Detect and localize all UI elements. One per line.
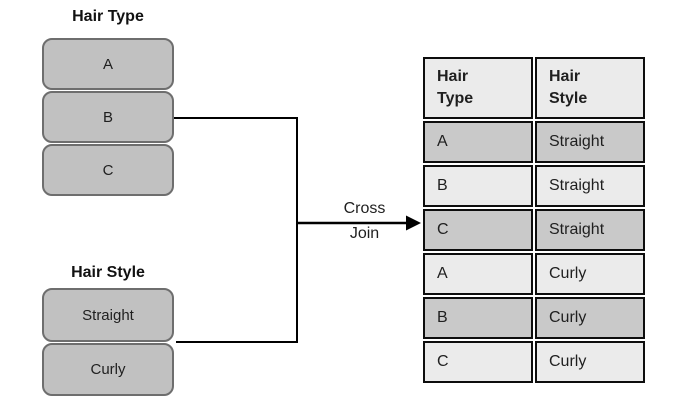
table-cell: B [423,165,533,207]
table-cell: Curly [535,297,645,339]
hair-type-item-c: C [42,144,174,196]
hair-style-title: Hair Style [71,264,145,281]
table-cell: C [423,209,533,251]
hair-style-item-curly: Curly [42,343,174,396]
hair-style-item-straight: Straight [42,288,174,342]
table-cell: Straight [535,121,645,163]
result-table: Hair Type Hair Style A Straight B Straig… [421,55,647,385]
table-cell: A [423,121,533,163]
table-cell: Curly [535,341,645,383]
table-cell: Curly [535,253,645,295]
table-row: C Curly [423,341,645,383]
cross-join-label: Cross Join [343,200,386,242]
table-cell: C [423,341,533,383]
hair-type-title: Hair Type [72,8,144,25]
column-header-hair-style: Hair Style [535,57,645,119]
hair-type-item-b: B [42,91,174,143]
table-row: A Straight [423,121,645,163]
column-header-hair-type: Hair Type [423,57,533,119]
table-cell: B [423,297,533,339]
table-cell: Straight [535,165,645,207]
table-row: C Straight [423,209,645,251]
arrowhead-icon [406,215,421,231]
table-row: B Straight [423,165,645,207]
table-cell: A [423,253,533,295]
table-row: A Curly [423,253,645,295]
header-row: Hair Type Hair Style [423,57,645,119]
merge-bracket-line [174,117,298,343]
table-row: B Curly [423,297,645,339]
hair-type-item-a: A [42,38,174,90]
table-cell: Straight [535,209,645,251]
